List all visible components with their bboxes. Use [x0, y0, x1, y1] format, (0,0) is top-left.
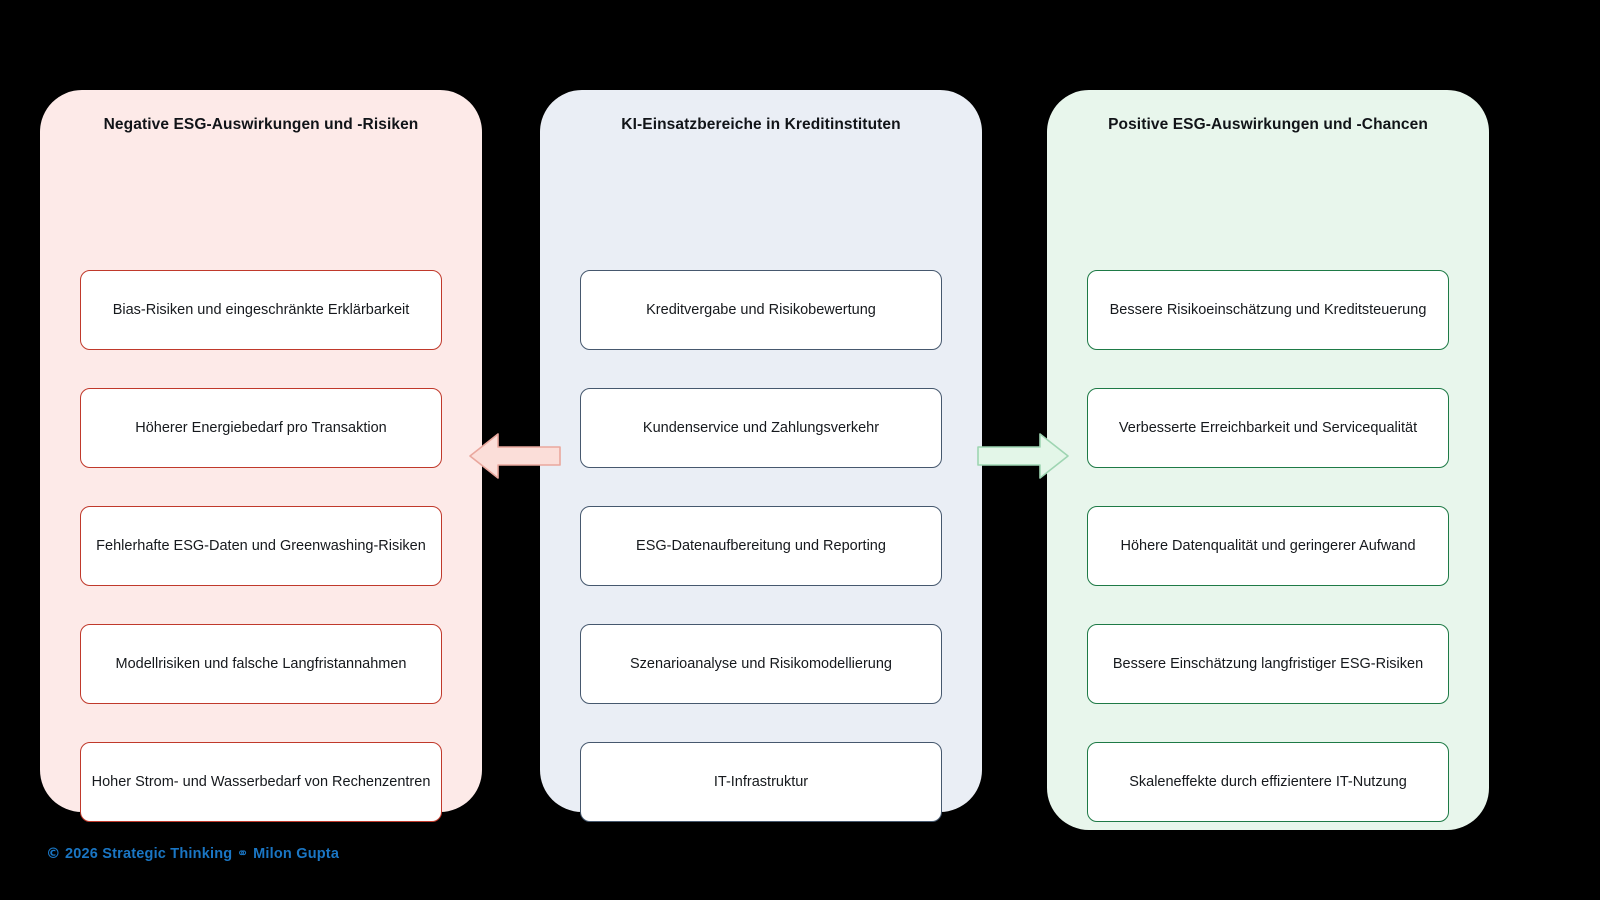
panel-positive-esg-title: Positive ESG-Auswirkungen und -Chancen	[1108, 116, 1428, 133]
list-item[interactable]: Höhere Datenqualität und geringerer Aufw…	[1087, 506, 1449, 586]
list-item-label: Höherer Energiebedarf pro Transaktion	[135, 419, 387, 436]
panel-positive-esg: Positive ESG-Auswirkungen und -Chancen B…	[1047, 90, 1489, 830]
arrow-right-icon	[976, 426, 1070, 486]
list-item-label: Modellrisiken und falsche Langfristannah…	[115, 655, 407, 672]
list-item[interactable]: Kreditvergabe und Risikobewertung	[580, 270, 942, 350]
list-item-label: Höhere Datenqualität und geringerer Aufw…	[1120, 537, 1416, 554]
footer-credit: © 2026 Strategic Thinking ⚭ Milon Gupta	[46, 846, 339, 862]
list-item-label: Szenarioanalyse und Risikomodellierung	[630, 655, 892, 672]
list-item[interactable]: Höherer Energiebedarf pro Transaktion	[80, 388, 442, 468]
list-item[interactable]: Bias-Risiken und eingeschränkte Erklärba…	[80, 270, 442, 350]
list-item[interactable]: IT-Infrastruktur	[580, 742, 942, 822]
list-item-label: Kreditvergabe und Risikobewertung	[646, 301, 876, 318]
footer-year-org: 2026 Strategic Thinking	[64, 846, 233, 862]
list-item[interactable]: Modellrisiken und falsche Langfristannah…	[80, 624, 442, 704]
list-item-label: Fehlerhafte ESG-Daten und Greenwashing-R…	[96, 537, 426, 554]
list-item-label: Bias-Risiken und eingeschränkte Erklärba…	[112, 301, 410, 318]
list-item-label: Bessere Einschätzung langfristiger ESG-R…	[1112, 655, 1424, 672]
separator-icon: ⚭	[236, 846, 249, 862]
footer-author: Milon Gupta	[253, 846, 340, 862]
list-item-label: ESG-Datenaufbereitung und Reporting	[636, 537, 886, 554]
panel-positive-esg-item-list: Bessere Risikoeinschätzung und Kreditste…	[1087, 270, 1449, 822]
list-item[interactable]: Skaleneffekte durch effizientere IT-Nutz…	[1087, 742, 1449, 822]
panel-negative-esg-title: Negative ESG-Auswirkungen und -Risiken	[103, 116, 419, 133]
panel-negative-esg-item-list: Bias-Risiken und eingeschränkte Erklärba…	[80, 270, 442, 822]
panel-ki-use-cases-item-list: Kreditvergabe und Risikobewertung Kunden…	[580, 270, 942, 822]
list-item[interactable]: Kundenservice und Zahlungsverkehr	[580, 388, 942, 468]
list-item[interactable]: Hoher Strom- und Wasserbedarf von Rechen…	[80, 742, 442, 822]
list-item[interactable]: Verbesserte Erreichbarkeit und Servicequ…	[1087, 388, 1449, 468]
panel-negative-esg: Negative ESG-Auswirkungen und -Risiken B…	[40, 90, 482, 822]
list-item[interactable]: ESG-Datenaufbereitung und Reporting	[580, 506, 942, 586]
list-item-label: Kundenservice und Zahlungsverkehr	[642, 419, 880, 436]
list-item-label: Verbesserte Erreichbarkeit und Servicequ…	[1118, 419, 1418, 436]
panel-ki-use-cases: KI-Einsatzbereiche in Kreditinstituten K…	[540, 90, 982, 822]
list-item-label: IT-Infrastruktur	[713, 773, 809, 790]
arrow-left-icon	[468, 426, 562, 486]
list-item[interactable]: Bessere Risikoeinschätzung und Kreditste…	[1087, 270, 1449, 350]
list-item[interactable]: Fehlerhafte ESG-Daten und Greenwashing-R…	[80, 506, 442, 586]
list-item[interactable]: Szenarioanalyse und Risikomodellierung	[580, 624, 942, 704]
list-item-label: Hoher Strom- und Wasserbedarf von Rechen…	[91, 773, 431, 790]
list-item-label: Bessere Risikoeinschätzung und Kreditste…	[1109, 301, 1427, 318]
copyright-icon: ©	[46, 846, 61, 862]
panel-ki-use-cases-title: KI-Einsatzbereiche in Kreditinstituten	[621, 116, 901, 133]
list-item[interactable]: Bessere Einschätzung langfristiger ESG-R…	[1087, 624, 1449, 704]
list-item-label: Skaleneffekte durch effizientere IT-Nutz…	[1129, 773, 1407, 790]
